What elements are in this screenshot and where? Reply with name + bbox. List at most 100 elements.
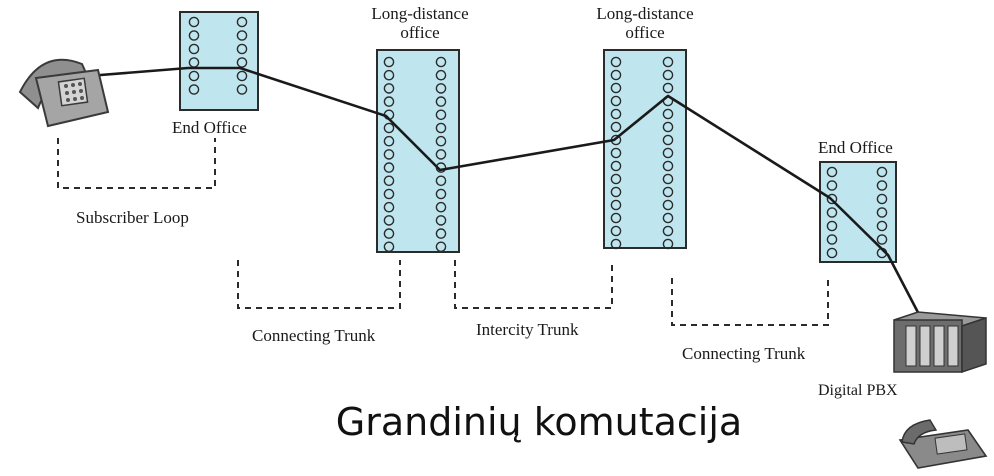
port-circle bbox=[435, 241, 447, 253]
port-circle bbox=[876, 180, 888, 191]
port-circle bbox=[662, 173, 674, 185]
port-circle bbox=[383, 122, 395, 134]
port-circle bbox=[876, 220, 888, 232]
slide-title-text: Grandinių komutacija bbox=[335, 400, 743, 444]
connecting-trunk-right-bracket bbox=[671, 278, 829, 326]
port-circle bbox=[383, 228, 395, 239]
port-circle bbox=[435, 175, 447, 187]
port-circle bbox=[435, 149, 447, 160]
port-circle bbox=[610, 212, 622, 224]
port-circle bbox=[435, 201, 447, 213]
telephone-icon bbox=[18, 58, 110, 128]
long-distance-right-line2: office bbox=[625, 23, 665, 42]
port-circle bbox=[188, 30, 200, 41]
pbx-cabinet-icon bbox=[893, 311, 987, 374]
port-circle bbox=[383, 56, 395, 68]
port-circle bbox=[610, 121, 622, 133]
port-circle bbox=[383, 201, 395, 213]
port-circle bbox=[826, 234, 838, 245]
port-circle bbox=[383, 162, 395, 173]
port-circle bbox=[383, 149, 395, 160]
port-circle bbox=[876, 234, 888, 245]
port-circle bbox=[610, 186, 622, 198]
end-office-right-label: End Office bbox=[818, 138, 893, 157]
port-circle bbox=[383, 188, 395, 200]
port-circle bbox=[236, 16, 248, 28]
port-circle bbox=[383, 96, 395, 107]
port-circle bbox=[826, 220, 838, 232]
port-circle bbox=[188, 70, 200, 82]
port-circle bbox=[662, 108, 674, 120]
connecting-trunk-left-label: Connecting Trunk bbox=[252, 326, 376, 345]
office-ports bbox=[188, 16, 888, 259]
port-circle bbox=[383, 241, 395, 253]
port-circle bbox=[188, 16, 200, 28]
port-circle bbox=[826, 180, 838, 191]
port-circle bbox=[435, 188, 447, 200]
port-circle bbox=[826, 207, 838, 218]
long-distance-office-left-label: Long-distance office bbox=[350, 4, 490, 42]
port-circle bbox=[610, 199, 622, 211]
port-circle bbox=[435, 96, 447, 107]
long-distance-right-line1: Long-distance bbox=[596, 4, 694, 23]
port-circle bbox=[610, 95, 622, 107]
port-circle bbox=[383, 83, 395, 94]
port-circle bbox=[662, 121, 674, 133]
port-circle bbox=[383, 135, 395, 147]
port-circle bbox=[610, 147, 622, 159]
intercity-trunk-bracket bbox=[454, 260, 613, 309]
port-circle bbox=[876, 193, 888, 205]
port-circle bbox=[610, 173, 622, 185]
port-circle bbox=[610, 225, 622, 237]
slide-title: Grandinių komutacija bbox=[0, 400, 994, 444]
long-distance-left-line2: office bbox=[400, 23, 440, 42]
port-circle bbox=[435, 83, 447, 94]
port-circle bbox=[610, 82, 622, 94]
port-circle bbox=[435, 56, 447, 68]
port-circle bbox=[435, 122, 447, 134]
digital-pbx-label: Digital PBX bbox=[818, 382, 898, 399]
port-circle bbox=[662, 160, 674, 172]
port-circle bbox=[435, 109, 447, 121]
port-circle bbox=[662, 82, 674, 94]
port-circle bbox=[435, 228, 447, 239]
port-circle bbox=[383, 69, 395, 81]
subscriber-loop-bracket bbox=[57, 138, 216, 189]
port-circle bbox=[236, 43, 248, 55]
port-circle bbox=[383, 215, 395, 226]
port-circle bbox=[662, 199, 674, 211]
span-brackets bbox=[57, 138, 829, 326]
port-circle bbox=[236, 84, 248, 95]
port-circle bbox=[610, 160, 622, 172]
port-circle bbox=[610, 238, 622, 250]
port-circle bbox=[662, 147, 674, 159]
port-circle bbox=[876, 207, 888, 218]
desk-telephone-icon bbox=[898, 419, 988, 469]
port-circle bbox=[188, 43, 200, 55]
port-circle bbox=[662, 212, 674, 224]
port-circle bbox=[876, 166, 888, 178]
port-circle bbox=[610, 56, 622, 68]
port-circle bbox=[435, 69, 447, 81]
port-circle bbox=[662, 69, 674, 81]
port-circle bbox=[662, 186, 674, 198]
port-circle bbox=[662, 134, 674, 146]
long-distance-left-line1: Long-distance bbox=[371, 4, 469, 23]
port-circle bbox=[826, 166, 838, 178]
port-circle bbox=[610, 108, 622, 120]
port-circle bbox=[188, 84, 200, 95]
port-circle bbox=[662, 56, 674, 68]
circuit-path bbox=[87, 66, 937, 346]
port-circle bbox=[435, 135, 447, 147]
port-circle bbox=[236, 30, 248, 41]
port-circle bbox=[826, 247, 838, 259]
connecting-trunk-left-bracket bbox=[237, 260, 401, 309]
end-office-left-label: End Office bbox=[172, 118, 247, 137]
long-distance-office-right-label: Long-distance office bbox=[575, 4, 715, 42]
port-circle bbox=[662, 238, 674, 250]
connecting-trunk-right-label: Connecting Trunk bbox=[682, 344, 806, 363]
port-circle bbox=[662, 225, 674, 237]
port-circle bbox=[236, 57, 248, 68]
